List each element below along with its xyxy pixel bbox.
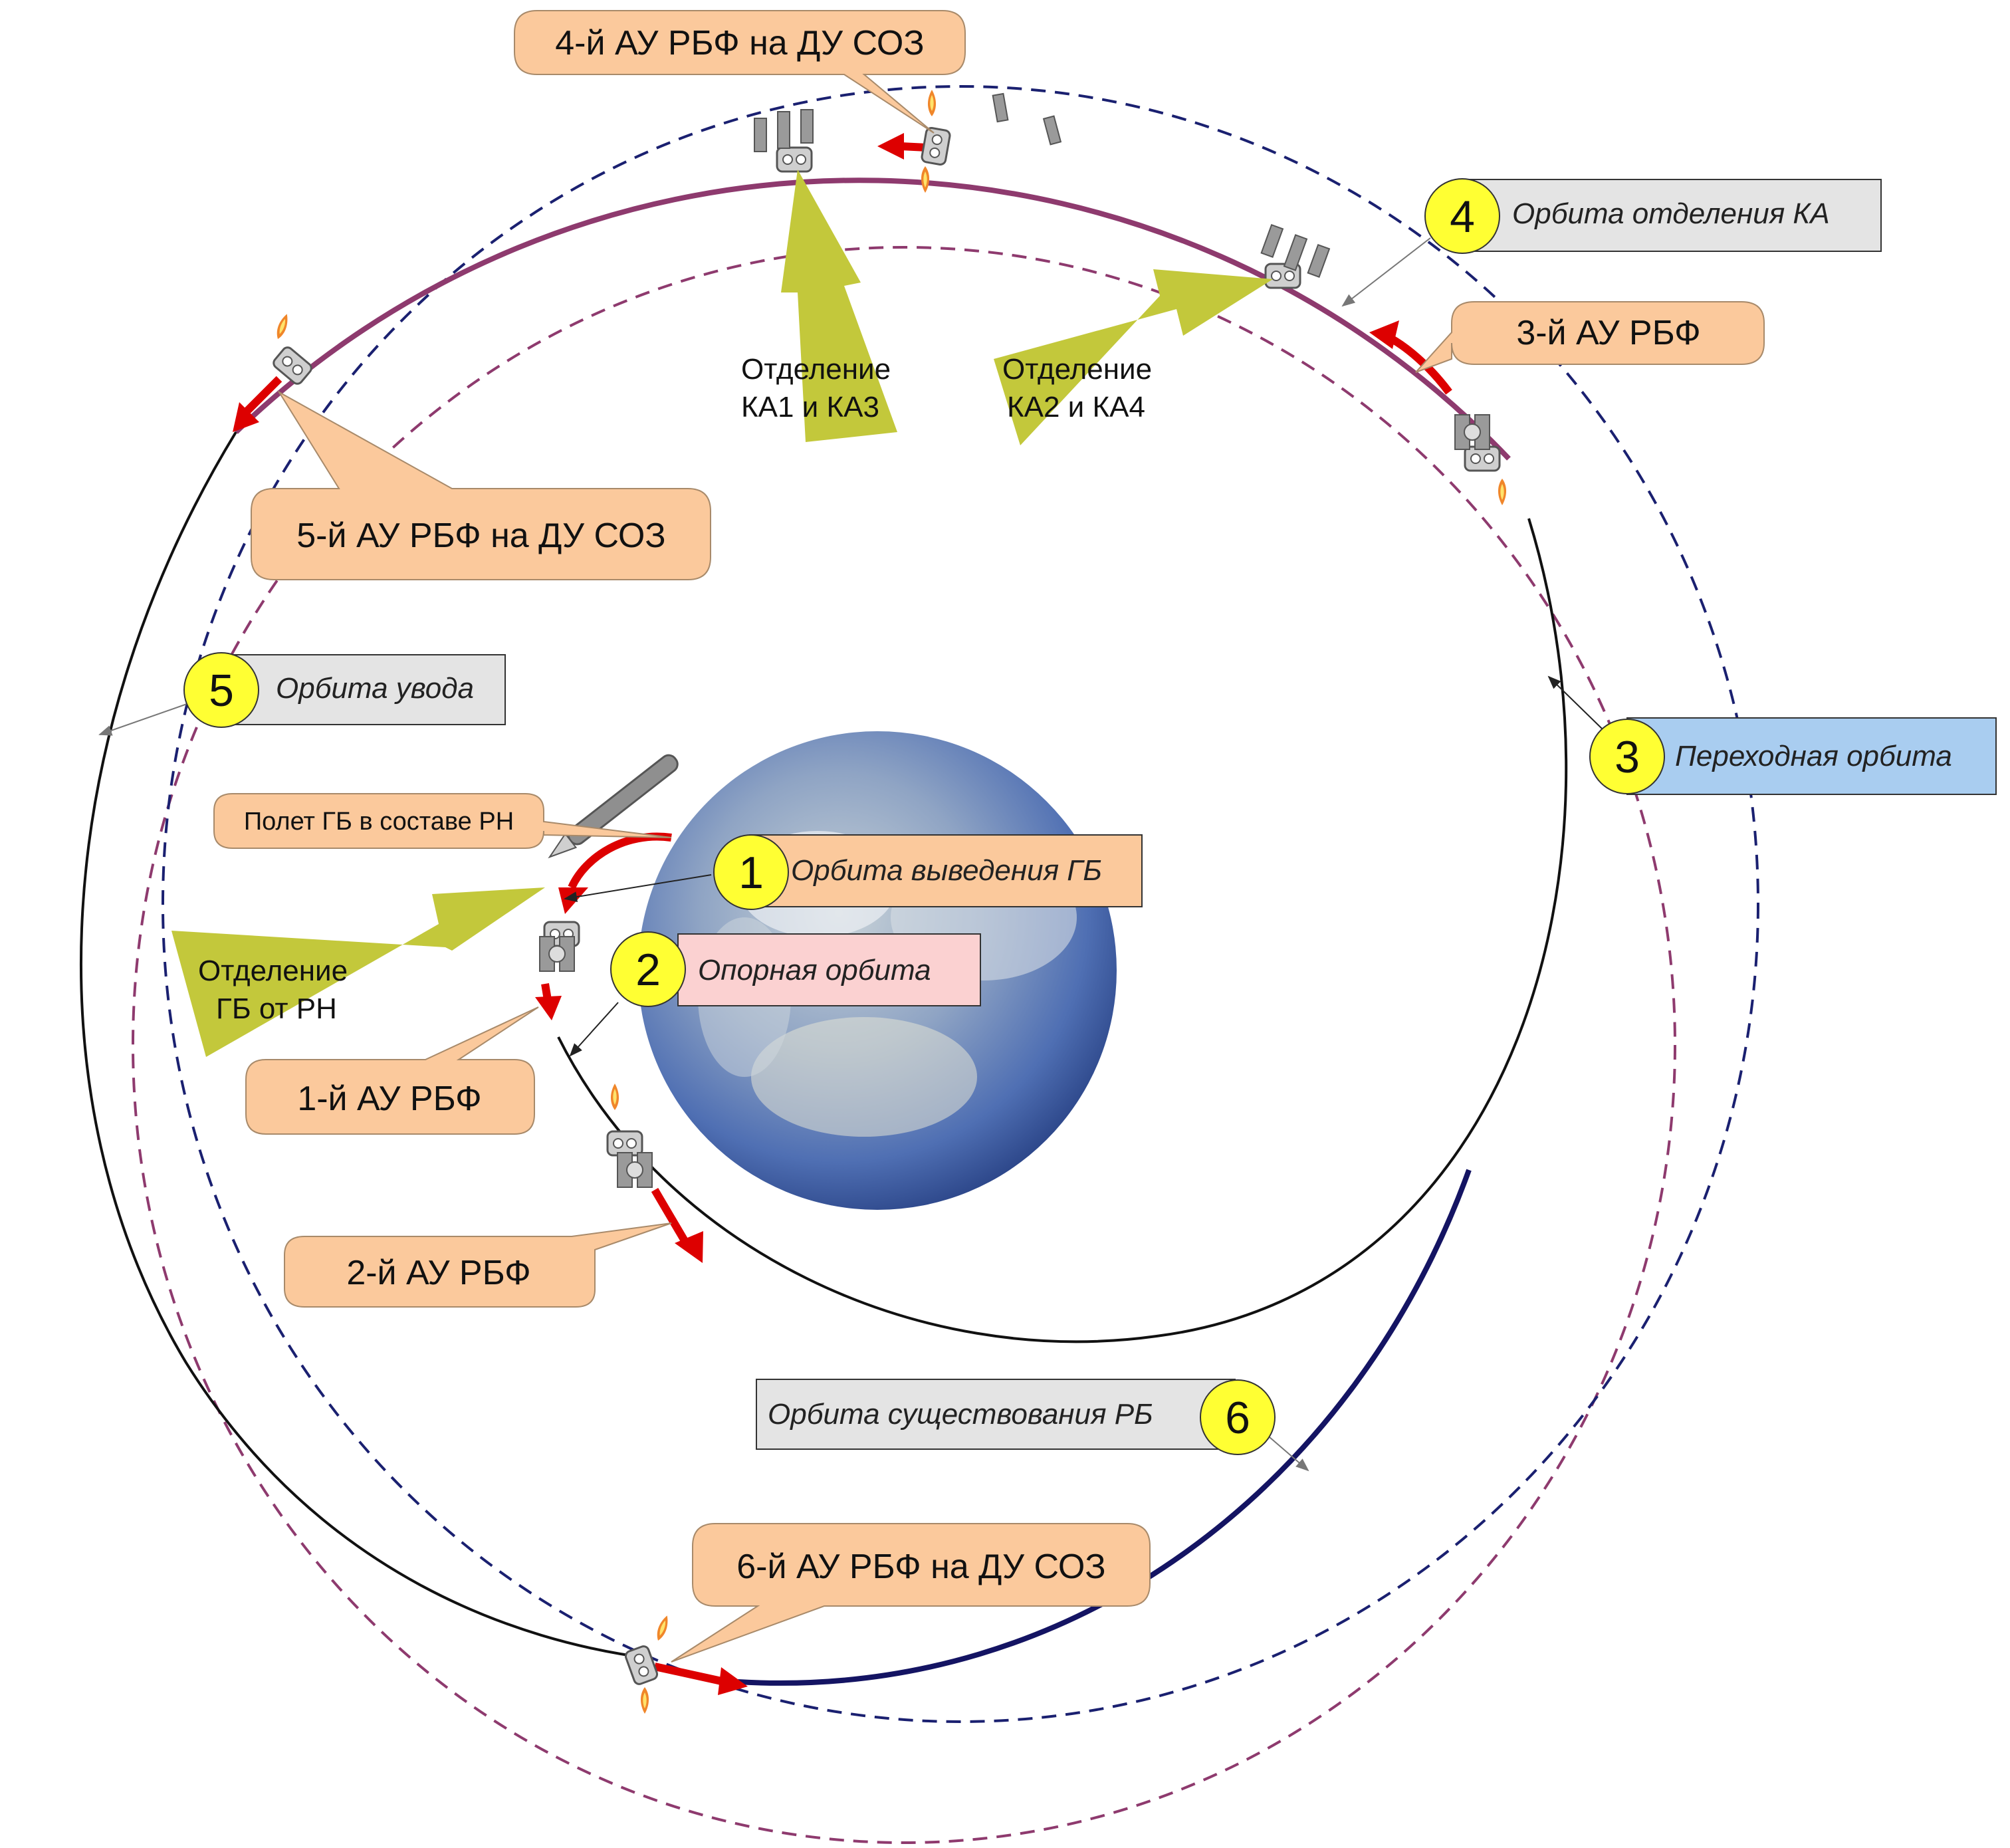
parking-orbit-dashed xyxy=(162,85,1759,1723)
flame-burn4-up xyxy=(927,90,937,116)
callout-burn4: 4-й АУ РБФ на ДУ СОЗ xyxy=(514,10,966,134)
orbit-label-5: Орбита увода 5 xyxy=(98,652,506,736)
orbit-number-3: 3 xyxy=(1615,732,1640,782)
orbit-number-4: 4 xyxy=(1450,191,1475,242)
separation-gb-line1: Отделение xyxy=(198,955,348,987)
stage-burn2 xyxy=(606,1130,643,1157)
flame-burn4-down xyxy=(921,166,930,193)
flame-burn5 xyxy=(274,312,291,341)
callout-burn1: 1-й АУ РБФ xyxy=(245,1006,539,1135)
ka13-satellites xyxy=(754,109,814,152)
ka24-satellites xyxy=(1260,223,1331,278)
callout-burn2: 2-й АУ РБФ xyxy=(284,1222,672,1308)
callout-burn1-text: 1-й АУ РБФ xyxy=(297,1080,481,1118)
existence-orbit-arc xyxy=(737,1169,1472,1686)
separation-ka13-label: Отделение КА1 и КА3 xyxy=(741,353,891,423)
burn5-arrow xyxy=(243,376,282,415)
callout-burn2-text: 2-й АУ РБФ xyxy=(346,1254,530,1292)
separation-ka24-label: Отделение КА2 и КА4 xyxy=(1002,353,1152,423)
flame-burn6-down xyxy=(640,1687,649,1714)
transfer-orbit-arc xyxy=(557,518,1568,1343)
callout-burn3: 3-й АУ РБФ xyxy=(1415,301,1765,373)
callout-burn6: 6-й АУ РБФ на ДУ СОЗ xyxy=(671,1523,1151,1663)
stage-burn4 xyxy=(920,126,952,167)
separation-ka24-line1: Отделение xyxy=(1002,353,1152,386)
callout-burn6-text: 6-й АУ РБФ на ДУ СОЗ xyxy=(736,1548,1105,1586)
spacecraft-group xyxy=(271,90,1507,1714)
stage-at-ka13-separation xyxy=(776,146,813,173)
outer-dashed-orbit xyxy=(132,246,1676,1844)
separation-gb-label: Отделение ГБ от РН xyxy=(198,955,348,1025)
orbit-label-3-text: Переходная орбита xyxy=(1675,740,1952,772)
orbit-label-4-text: Орбита отделения КА xyxy=(1512,197,1830,230)
flame-burn3 xyxy=(1498,479,1507,505)
orbits-layer xyxy=(79,85,1759,1844)
callout-burn3-text: 3-й АУ РБФ xyxy=(1516,314,1700,352)
callout-flight: Полет ГБ в составе РН xyxy=(213,793,672,849)
burn2-arrow xyxy=(651,1187,692,1249)
separation-orbit-arc xyxy=(234,177,1511,461)
flame-burn6-up xyxy=(654,1614,671,1643)
satellite-stack-2 xyxy=(617,1152,653,1188)
stage-burn6 xyxy=(623,1643,660,1687)
orbit-number-1: 1 xyxy=(738,848,764,898)
stage-burn3 xyxy=(1464,445,1501,472)
orbit-number-5: 5 xyxy=(209,665,234,716)
orbit-label-5-text: Орбита увода xyxy=(276,672,474,705)
ka24-separation-arrow xyxy=(994,269,1273,445)
separation-ka13-line2: КА1 и КА3 xyxy=(741,391,879,423)
separation-ka13-line1: Отделение xyxy=(741,353,891,386)
callout-burn4-text: 4-й АУ РБФ на ДУ СОЗ xyxy=(555,24,924,62)
ka13-separation-arrow xyxy=(781,170,897,442)
separation-arrows xyxy=(171,170,1273,1057)
orbit-number-6: 6 xyxy=(1225,1393,1250,1443)
orbit-label-4: Орбита отделения КА 4 xyxy=(1341,178,1882,307)
callout-burn5: 5-й АУ РБФ на ДУ СОЗ xyxy=(251,390,711,580)
orbit-label-1-text: Орбита выведения ГБ xyxy=(791,854,1102,887)
gb-separation-arrow xyxy=(171,887,545,1057)
burn6-arrow xyxy=(653,1663,726,1686)
callout-flight-text: Полет ГБ в составе РН xyxy=(244,808,514,836)
orbit-label-2: Опорная орбита 2 xyxy=(569,931,981,1057)
separation-ka24-line2: КА2 и КА4 xyxy=(1007,391,1145,423)
separation-gb-line2: ГБ от РН xyxy=(216,992,337,1025)
orbit-label-1: Орбита выведения ГБ 1 xyxy=(564,834,1143,910)
launch-vehicle-rocket xyxy=(548,754,679,859)
orbit-label-6: Орбита существования РБ 6 xyxy=(756,1379,1309,1472)
flame-burn2 xyxy=(610,1084,619,1110)
separated-satellites-far xyxy=(992,92,1062,146)
orbit-label-2-text: Опорная орбита xyxy=(698,954,931,986)
deorbit-orbit-arc xyxy=(79,431,652,1660)
orbit-number-2: 2 xyxy=(635,945,661,995)
orbit-label-6-text: Орбита существования РБ xyxy=(768,1398,1153,1431)
callout-burn5-text: 5-й АУ РБФ на ДУ СОЗ xyxy=(296,517,665,555)
orbit-label-3: Переходная орбита 3 xyxy=(1547,675,1997,795)
